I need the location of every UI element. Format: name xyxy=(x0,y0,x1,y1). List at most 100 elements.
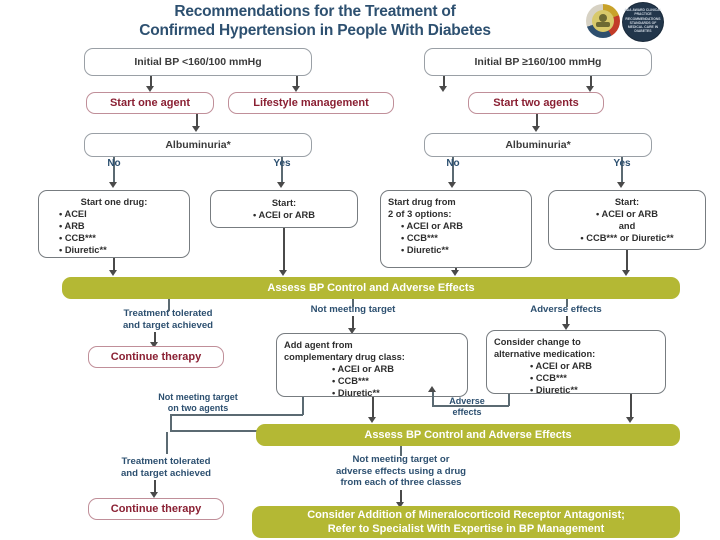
box-header-line-1: Consider change to xyxy=(494,337,581,347)
banner-label-line-2: Refer to Specialist With Expertise in BP… xyxy=(327,523,605,535)
arrow-icon xyxy=(622,270,631,276)
arrow-icon xyxy=(448,182,457,188)
box-bullet: • Diuretic** xyxy=(332,388,380,398)
box-bullet: • CCB*** or Diuretic** xyxy=(580,233,674,243)
box-bullet: • ACEI or ARB xyxy=(253,210,315,220)
seal-text: ADA AWARD CLINICAL PRACTICE RECOMMENDATI… xyxy=(624,8,662,34)
node-label: Lifestyle management xyxy=(253,97,369,109)
label-line-1: Adverse xyxy=(449,396,485,406)
node-start-acei-arb: Start: • ACEI or ARB xyxy=(210,190,358,228)
node-label: Albuminuria* xyxy=(505,139,571,151)
box-header-line-1: Add agent from xyxy=(284,340,353,350)
arrow-icon xyxy=(146,86,155,92)
connector xyxy=(566,299,568,307)
label-line-2: and target achieved xyxy=(122,319,214,331)
connector xyxy=(400,490,402,504)
node-start-two-of-three: Start drug from 2 of 3 options: • ACEI o… xyxy=(380,190,532,268)
connector xyxy=(113,157,115,185)
title-line-2: Confirmed Hypertension in People With Di… xyxy=(139,22,491,39)
node-lifestyle-management: Lifestyle management xyxy=(228,92,394,114)
connector xyxy=(170,430,266,432)
connector xyxy=(154,332,156,344)
node-start-two-agents: Start two agents xyxy=(468,92,604,114)
node-albuminuria-left: Albuminuria* xyxy=(84,133,312,157)
node-start-one-drug: Start one drug: • ACEI • ARB • CCB*** • … xyxy=(38,190,190,258)
connector xyxy=(170,414,303,416)
node-label: Initial BP <160/100 mmHg xyxy=(134,56,262,68)
node-label: Albuminuria* xyxy=(165,139,231,151)
label-line-1: Not meeting target or xyxy=(352,454,450,465)
arrow-icon xyxy=(586,86,595,92)
label-line-2: on two agents xyxy=(167,403,229,413)
box-bullet: • ACEI or ARB xyxy=(530,361,592,371)
label-line-1: Not meeting target xyxy=(158,392,238,402)
box-header-line-2: alternative medication: xyxy=(494,349,596,359)
connector xyxy=(372,397,374,419)
node-label: Start one agent xyxy=(109,97,191,109)
box-header: Start: xyxy=(271,198,297,208)
box-bullet: • Diuretic** xyxy=(401,245,449,255)
box-header: Start: xyxy=(614,197,640,207)
arrow-icon xyxy=(532,126,541,132)
title-line-1: Recommendations for the Treatment of xyxy=(174,3,456,20)
box-bullet: • CCB*** xyxy=(401,233,438,243)
node-mra-referral: Consider Addition of Mineralocorticoid R… xyxy=(252,506,680,538)
banner-assess-bp-control-1: Assess BP Control and Adverse Effects xyxy=(62,277,680,299)
node-label: Start two agents xyxy=(493,97,579,109)
connector xyxy=(508,394,510,406)
arrow-icon xyxy=(617,182,626,188)
edge-label-not-meeting-target-1: Not meeting target xyxy=(310,304,396,315)
ada-seal-glyph-base xyxy=(596,22,610,27)
connector xyxy=(432,405,509,407)
box-bullet: • ARB xyxy=(59,221,85,231)
box-header: Start one drug: xyxy=(80,197,148,207)
node-consider-change: Consider change to alternative medicatio… xyxy=(486,330,666,395)
arrow-icon xyxy=(150,342,159,348)
arrow-icon xyxy=(109,182,118,188)
edge-label-no-left: No xyxy=(107,158,121,169)
connector xyxy=(536,114,538,128)
ada-seal-icon xyxy=(586,4,620,38)
connector xyxy=(168,299,170,311)
banner-label: Assess BP Control and Adverse Effects xyxy=(267,282,475,294)
box-bullet: • ACEI or ARB xyxy=(332,364,394,374)
connector xyxy=(630,394,632,420)
arrow-icon xyxy=(562,324,571,330)
arrow-icon xyxy=(277,182,286,188)
edge-label-no-right: No xyxy=(446,158,460,169)
edge-label-treatment-tolerated-2: Treatment tolerated and target achieved xyxy=(86,456,246,479)
page-title: Recommendations for the Treatment of Con… xyxy=(55,2,575,40)
arrow-icon xyxy=(368,417,377,423)
connector xyxy=(150,76,152,88)
edge-label-yes-left: Yes xyxy=(273,158,291,169)
arrow-icon xyxy=(192,126,201,132)
box-bullet: • Diuretic** xyxy=(530,385,578,395)
banner-assess-bp-control-2: Assess BP Control and Adverse Effects xyxy=(256,424,680,446)
edge-label-adverse-effects-1: Adverse effects xyxy=(530,304,602,315)
arrow-icon xyxy=(428,386,437,392)
box-bullet: • CCB*** xyxy=(530,373,567,383)
connector xyxy=(196,114,198,128)
box-bullet: • ACEI or ARB xyxy=(401,221,463,231)
logo-group: ADA AWARD CLINICAL PRACTICE RECOMMENDATI… xyxy=(586,2,716,42)
box-header-line-1: Start drug from xyxy=(388,197,456,207)
arrow-icon xyxy=(451,270,460,276)
edge-label-not-meeting-three-classes: Not meeting target or adverse effects us… xyxy=(312,454,490,489)
connector xyxy=(154,480,156,494)
edge-label-treatment-tolerated-1: Treatment tolerated and target achieved xyxy=(88,308,248,331)
box-bullet: • Diuretic** xyxy=(59,245,107,255)
connector xyxy=(283,228,285,272)
connector xyxy=(352,299,354,307)
connector xyxy=(621,157,623,185)
connector xyxy=(352,316,354,330)
arrow-icon xyxy=(396,502,405,508)
arrow-icon xyxy=(348,328,357,334)
node-start-combo: Start: • ACEI or ARB and • CCB*** or Diu… xyxy=(548,190,706,250)
box-header-line-2: complementary drug class: xyxy=(284,352,405,362)
arrow-icon xyxy=(150,492,159,498)
box-header-line-2: 2 of 3 options: xyxy=(388,209,452,219)
node-initial-bp-low: Initial BP <160/100 mmHg xyxy=(84,48,312,76)
connector xyxy=(452,157,454,185)
node-label: Continue therapy xyxy=(110,351,202,363)
